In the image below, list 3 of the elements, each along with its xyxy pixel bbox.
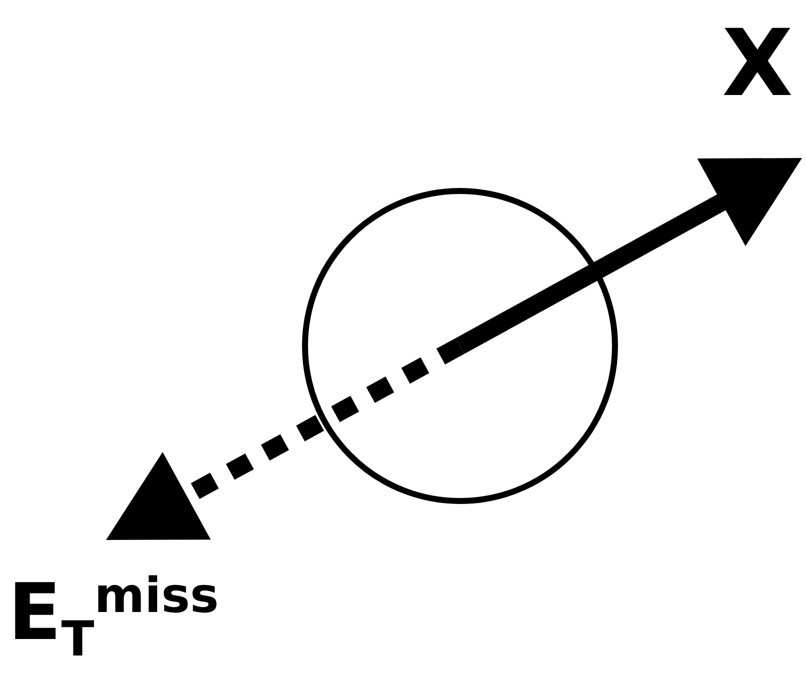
arrow [456,158,802,354]
arrow [106,338,464,540]
symbol-label: X [722,18,793,110]
